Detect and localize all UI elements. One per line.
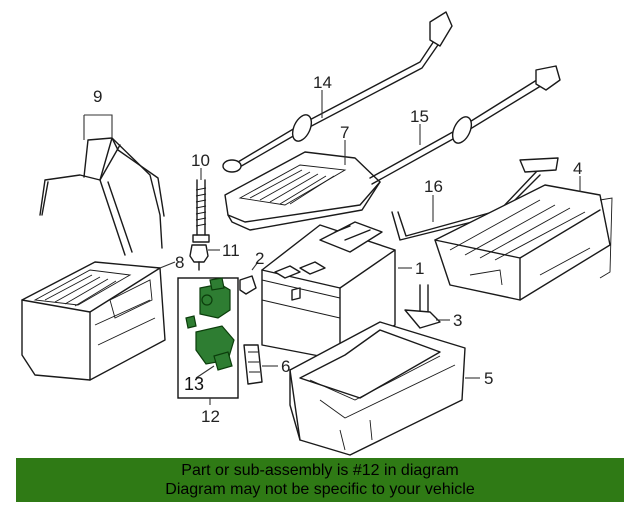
- callout-12: 12: [201, 407, 220, 426]
- part-1-battery: [261, 221, 412, 361]
- part-6-strap: [243, 344, 278, 385]
- callout-9: 9: [93, 87, 102, 106]
- part-8-cover: [21, 261, 176, 381]
- part-7-tray: [224, 140, 381, 231]
- callout-15: 15: [410, 107, 429, 126]
- callout-10: 10: [191, 151, 210, 170]
- part-2-clip: [239, 261, 259, 295]
- callout-labels: 1 2 3 4 5 6 7 8 9 10 11 12 13 14 15 16: [93, 73, 582, 426]
- callout-16: 16: [424, 177, 443, 196]
- callout-14: 14: [313, 73, 332, 92]
- part-16-cable: [391, 157, 559, 241]
- callout-2: 2: [255, 249, 264, 268]
- banner-line-2: Diagram may not be specific to your vehi…: [165, 481, 475, 498]
- part-12-assembly: [177, 277, 239, 405]
- callout-11: 11: [222, 241, 240, 260]
- callout-3: 3: [453, 311, 462, 330]
- parts-diagram: 1 2 3 4 5 6 7 8 9 10 11 12 13 14 15 16: [21, 11, 613, 456]
- part-11-nut: [189, 244, 220, 271]
- callout-8: 8: [175, 253, 184, 272]
- part-3-holddown: [404, 284, 450, 329]
- callout-7: 7: [340, 123, 349, 142]
- callout-4: 4: [573, 159, 582, 178]
- callout-13: 13: [184, 374, 204, 394]
- callout-5: 5: [484, 369, 493, 388]
- callout-1: 1: [415, 259, 424, 278]
- callout-6: 6: [281, 357, 290, 376]
- part-15-cable: [369, 65, 561, 185]
- info-banner: Part or sub-assembly is #12 in diagram D…: [16, 458, 624, 502]
- part-4-tray: [434, 176, 613, 301]
- part-9-bracket: [39, 114, 165, 256]
- part-10-bolt: [192, 168, 210, 243]
- part-5-housing: [289, 321, 480, 456]
- banner-line-1: Part or sub-assembly is #12 in diagram: [181, 462, 459, 479]
- part-14-cable: [222, 11, 453, 173]
